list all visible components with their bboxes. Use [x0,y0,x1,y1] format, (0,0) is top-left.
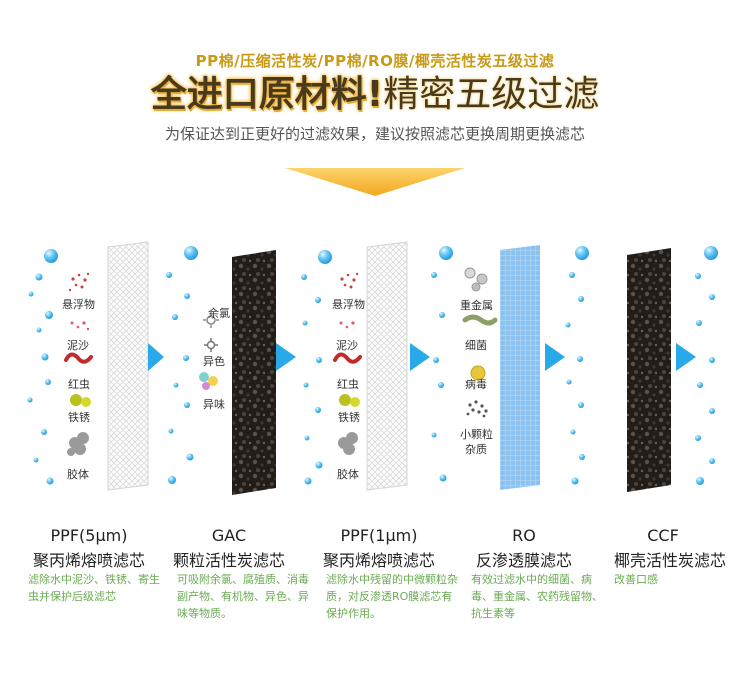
impurity-label: 泥沙 [67,339,89,352]
stage-code: RO [512,526,536,545]
stage-code: GAC [211,526,247,545]
stage-description: 有效过滤水中的细菌、病毒、重金属、农药残留物、抗生素等 [471,573,603,620]
impurity-label: 泥沙 [336,339,358,352]
ppf1-filter-panel [366,241,408,491]
stage-description: 滤除水中泥沙、铁锈、寄生虫并保护后级滤芯 [28,573,160,603]
impurity-label: 胶体 [67,468,89,481]
water-drops [27,246,718,485]
heavy-metal-icon [464,267,488,292]
chlorine-icon [203,312,219,328]
flow-arrow-5 [676,343,696,371]
stage-name: 聚丙烯熔喷滤芯 [32,551,145,570]
replacement-note: 为保证达到正更好的过滤效果，建议按照滤芯更换周期更换滤芯 [164,125,585,143]
ro-filter-panel [500,245,540,490]
stage-code: PPF(1μm) [340,526,418,545]
headline-bold: 全进口原材料! [150,74,384,115]
filtration-diagram [27,241,718,495]
stage-name: 聚丙烯熔喷滤芯 [322,551,435,570]
virus-icon [470,365,486,381]
stage-name: 颗粒活性炭滤芯 [172,551,285,570]
sand-icon-2 [339,321,355,329]
impurity-label: 红虫 [68,378,90,391]
header-subtitle: PP棉/压缩活性炭/PP棉/RO膜/椰壳活性炭五级过滤 [195,52,555,70]
ppf5-filter-panel [107,241,149,491]
impurity-label: 异味 [203,398,225,411]
flow-arrow-4 [545,343,565,371]
gac-filter-panel [232,250,276,495]
red-worm-icon-2 [333,352,362,364]
bacteria-icon [462,314,498,326]
impurity-label: 异色 [203,355,225,368]
stage-code: PPF(5μm) [50,526,128,545]
stage-description: 改善口感 [614,573,658,586]
fine-particles-icon [466,400,488,418]
colloid-icon-2 [338,432,358,455]
headline-light: 精密五级过滤 [383,74,600,115]
flow-arrow-1 [148,343,164,371]
chevron-down-icon [285,168,465,196]
impurity-label: 悬浮物 [332,298,365,311]
colloid-icon [67,432,89,456]
impurity-label: 病毒 [465,378,487,391]
particles-icon-2 [340,272,359,289]
stage-code: CCF [647,526,679,545]
stage-name: 反渗透膜滤芯 [475,551,572,570]
impurity-label: 铁锈 [338,411,360,424]
stage-name: 椰壳活性炭滤芯 [613,551,726,570]
impurity-label: 胶体 [337,468,359,481]
impurity-label: 重金属 [460,299,493,312]
impurity-label: 悬浮物 [62,298,95,311]
impurity-label: 细菌 [465,339,487,352]
stage-description: 滤除水中残留的中微颗粒杂质，对反渗透RO膜滤芯有保护作用。 [326,573,458,620]
red-worm-icon [64,352,93,364]
rust-icon-2 [339,394,360,407]
impurity-label: 红虫 [337,378,359,391]
impurity-label: 铁锈 [68,411,90,424]
ccf-filter-panel [627,248,671,492]
stage-description: 可吸附余氯、腐殖质、消毒副产物、有机物、异色、异味等物质。 [177,573,309,620]
impurity-label: 杂质 [465,443,487,456]
sand-icon [70,321,90,331]
particles-icon [68,272,90,292]
headline: 全进口原材料!精密五级过滤 [0,72,750,118]
flow-arrow-2 [276,343,296,371]
rust-icon [70,394,91,407]
impurity-label: 余氯 [208,307,230,320]
impurity-label: 小颗粒 [460,428,493,441]
flow-arrow-3 [410,343,430,371]
odor-icon [199,372,218,390]
color-icon [204,338,218,352]
